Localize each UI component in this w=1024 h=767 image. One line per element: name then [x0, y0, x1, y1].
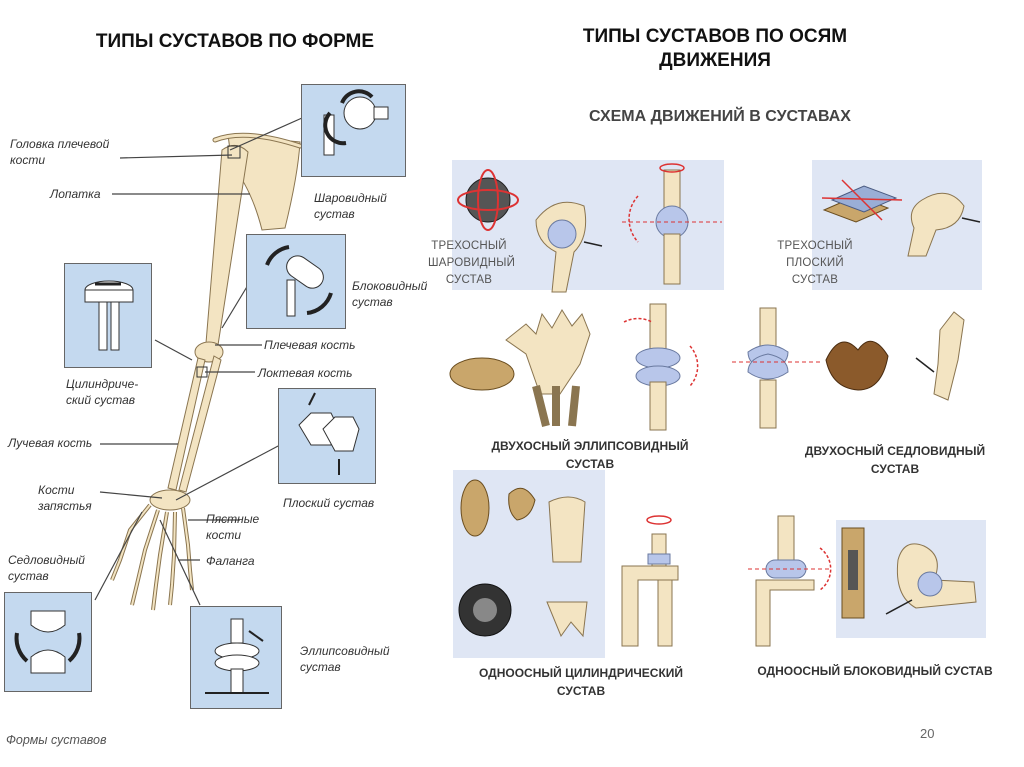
biaxial-saddle-label: ДВУХОСНЫЙ СЕДЛОВИДНЫЙ СУСТАВ	[804, 444, 986, 476]
biaxial-saddle-illustration	[732, 307, 965, 429]
right-title: ТИПЫ СУСТАВОВ ПО ОСЯМ ДВИЖЕНИЯ	[582, 26, 848, 71]
ball-joint-box	[301, 84, 406, 177]
cylindrical-joint-label: Цилиндриче-ский сустав	[66, 377, 139, 407]
scapula-label: Лопатка	[50, 187, 101, 201]
humerus-head-label: Головка плечевой кости	[10, 137, 110, 167]
biaxial-ellipsoid-illustration	[449, 303, 699, 431]
uniaxial-cyl-label: ОДНООСНЫЙ ЦИЛИНДРИЧЕСКИЙ СУСТАВ	[478, 666, 684, 698]
plane-joint-label: Плоский сустав	[283, 496, 375, 510]
figure-caption: Формы суставов	[6, 733, 107, 747]
radius-label: Лучевая кость	[8, 436, 93, 450]
triaxial-ball-panel	[452, 160, 724, 293]
page-number: 20	[920, 726, 935, 741]
plane-joint-box	[278, 388, 376, 484]
carpals-label: Кости запястья	[38, 483, 92, 513]
scheme-subtitle: СХЕМА ДВИЖЕНИЙ В СУСТАВАХ	[589, 108, 851, 125]
uniaxial-hinge-model	[748, 515, 832, 647]
uniaxial-cyl-model	[621, 515, 679, 647]
cylindrical-joint-box	[64, 263, 152, 368]
saddle-joint-box	[4, 592, 92, 692]
uniaxial-hinge-label: ОДНООСНЫЙ БЛОКОВИДНЫЙ СУСТАВ	[757, 664, 993, 678]
ball-joint-label: Шаровидный сустав	[314, 191, 387, 221]
uniaxial-cyl-panel	[453, 470, 605, 658]
humerus-bone	[205, 145, 249, 346]
arm-skeleton-diagram	[94, 117, 303, 611]
phalanx-label: Фаланга	[206, 554, 255, 568]
humerus-label: Плечевая кость	[264, 338, 356, 352]
ulna-bone	[178, 355, 222, 493]
ulna-label: Локтевая кость	[258, 366, 353, 380]
hinge-joint-box	[246, 234, 346, 329]
hinge-joint-label: Блоковидный сустав	[352, 279, 428, 309]
triaxial-plane-panel	[812, 160, 982, 290]
left-title: ТИПЫ СУСТАВОВ ПО ФОРМЕ	[95, 31, 375, 52]
triaxial-plane-label: ТРЕХОСНЫЙ ПЛОСКИЙ СУСТАВ	[777, 240, 853, 286]
ellipsoid-joint-box	[190, 606, 282, 709]
metacarpals-label: Пястные кости	[206, 512, 260, 542]
saddle-joint-label: Седловидный сустав	[8, 553, 85, 583]
uniaxial-hinge-panel	[836, 520, 986, 638]
biaxial-ellipsoid-label: ДВУХОСНЫЙ ЭЛЛИПСОВИДНЫЙ СУСТАВ	[491, 439, 689, 471]
ellipsoid-joint-label: Эллипсовидный сустав	[300, 644, 390, 674]
triaxial-ball-label: ТРЕХОСНЫЙ ШАРОВИДНЫЙ СУСТАВ	[428, 240, 516, 286]
